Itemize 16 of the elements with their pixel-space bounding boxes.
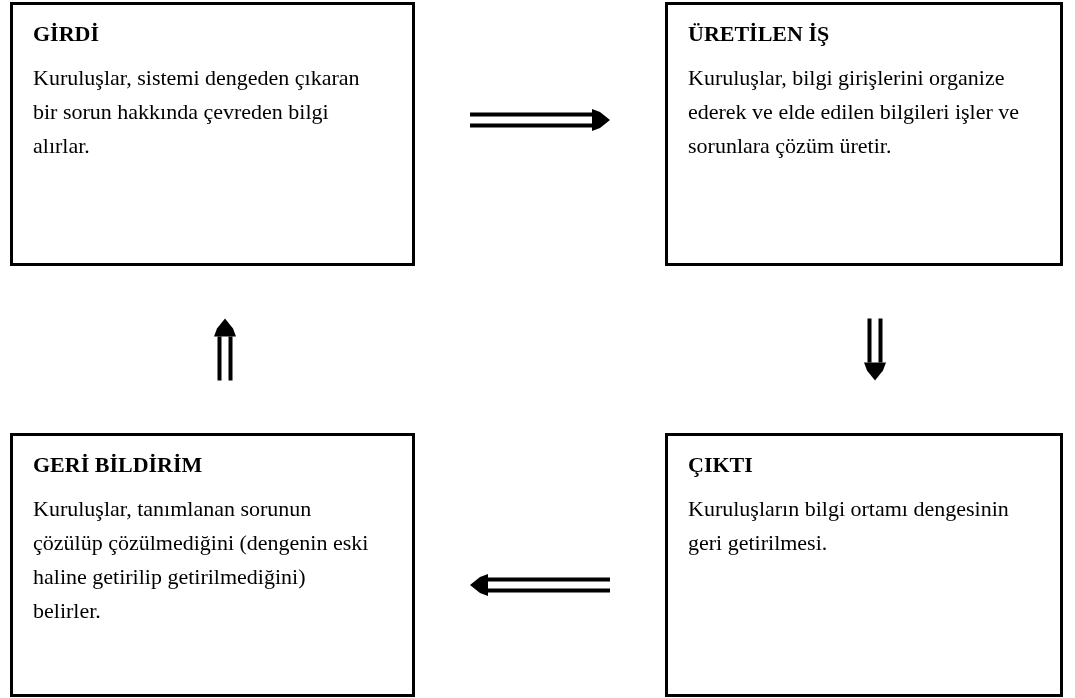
box-heading: ÇIKTI — [688, 451, 754, 479]
box-description: Kuruluşlar, bilgi girişlerini organize ederek ve elde edilen bilgileri işler ve sorunlara çözüm üretir. — [688, 64, 1021, 160]
process-box — [665, 2, 1063, 266]
box-description: Kuruluşlar, tanımlanan sorunun çözülüp çözülmediğini (dengenin eski haline getirilip getirilmediğini) belirler. — [33, 495, 370, 625]
double-arrow — [864, 316, 886, 381]
process-box — [10, 433, 415, 697]
box-heading: ÜRETİLEN İŞ — [688, 20, 831, 48]
double-arrow — [214, 318, 236, 383]
double-arrow — [468, 109, 610, 131]
process-box — [10, 2, 415, 266]
box-heading: GİRDİ — [33, 20, 100, 48]
box-description: Kuruluşların bilgi ortamı dengesinin geri getirilmesi. — [688, 495, 1010, 557]
double-arrow — [470, 574, 612, 596]
box-heading: GERİ BİLDİRİM — [33, 451, 204, 479]
box-description: Kuruluşlar, sistemi dengeden çıkaran bir sorun hakkında çevreden bilgi alırlar. — [33, 64, 361, 160]
process-box — [665, 433, 1063, 697]
